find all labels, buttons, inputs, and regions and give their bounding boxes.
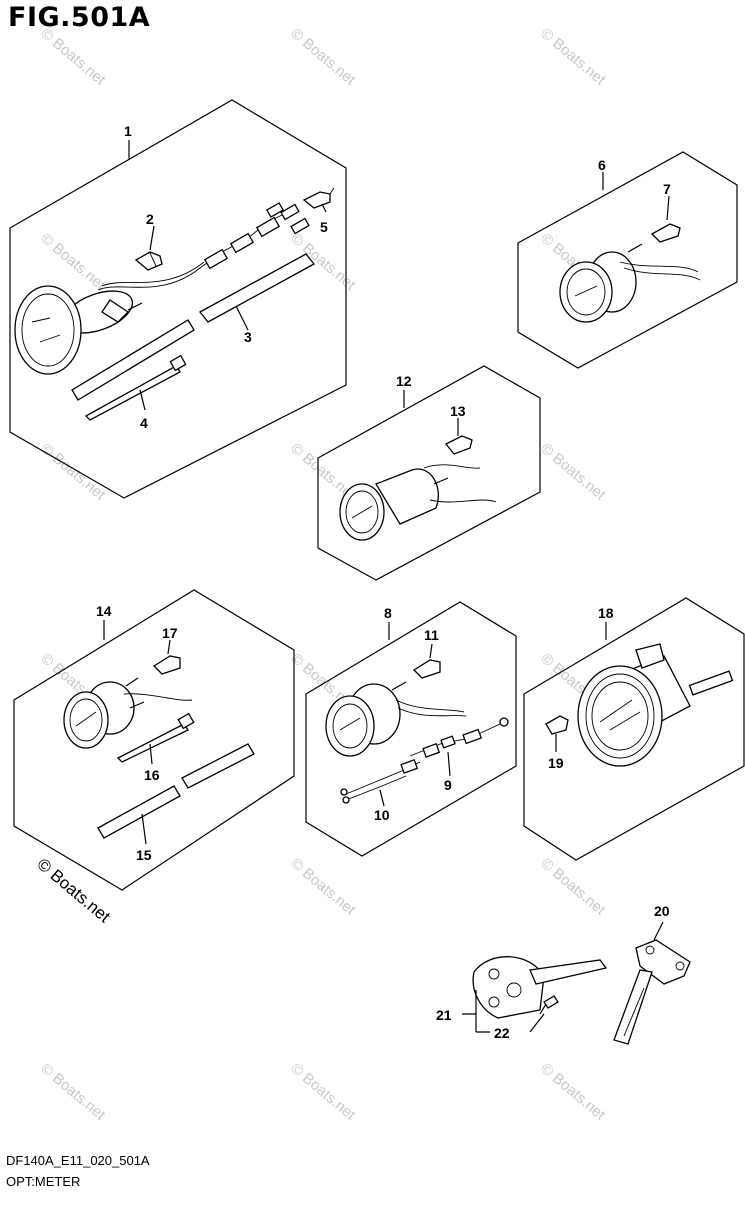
gauge-18[interactable] bbox=[577, 643, 734, 767]
callout-8: 8 bbox=[384, 605, 392, 621]
callout-20: 20 bbox=[654, 903, 670, 919]
figure-name: OPT:METER bbox=[6, 1174, 81, 1189]
bulb-11[interactable] bbox=[412, 659, 441, 679]
group-14-frame bbox=[13, 589, 295, 891]
gauge-14[interactable] bbox=[63, 677, 193, 749]
watermark: © Boats.net bbox=[537, 855, 609, 919]
group-12-frame bbox=[317, 365, 541, 581]
callout-9: 9 bbox=[444, 777, 452, 793]
bracket-21-22-leader bbox=[462, 990, 490, 1033]
group-8 bbox=[305, 601, 517, 857]
callout-13: 13 bbox=[450, 403, 466, 419]
bulb-5[interactable] bbox=[302, 187, 335, 209]
callout-19: 19 bbox=[548, 755, 564, 771]
callout-layer: 1 2 3 4 5 6 7 8 9 10 11 12 13 14 15 16 1… bbox=[96, 123, 671, 1041]
group-14 bbox=[13, 589, 295, 891]
bulb-7[interactable] bbox=[650, 223, 681, 243]
group-8-frame bbox=[305, 601, 517, 857]
group-18-frame bbox=[523, 597, 745, 861]
cable-tie-4[interactable] bbox=[84, 354, 187, 421]
gauge-6[interactable] bbox=[559, 243, 701, 323]
watermark: © Boats.net bbox=[37, 25, 109, 89]
callout-18: 18 bbox=[598, 605, 614, 621]
tube-15[interactable] bbox=[97, 743, 255, 839]
callout-3: 3 bbox=[244, 329, 252, 345]
cable-tie-16[interactable] bbox=[116, 712, 195, 763]
watermark-main: © Boats.net bbox=[33, 855, 114, 927]
gauge-12[interactable] bbox=[339, 464, 497, 541]
callout-1: 1 bbox=[124, 123, 132, 139]
group-6-frame bbox=[517, 151, 738, 369]
bulb-19[interactable] bbox=[545, 715, 569, 735]
watermark: © Boats.net bbox=[37, 440, 109, 504]
callout-4: 4 bbox=[140, 415, 148, 431]
callout-16: 16 bbox=[144, 767, 160, 783]
watermark: © Boats.net bbox=[537, 1060, 609, 1124]
callout-14: 14 bbox=[96, 603, 112, 619]
watermark: © Boats.net bbox=[287, 855, 359, 919]
watermark: © Boats.net bbox=[287, 1060, 359, 1124]
watermark: © Boats.net bbox=[37, 1060, 109, 1124]
group-1-frame bbox=[9, 99, 347, 499]
callout-11: 11 bbox=[424, 627, 439, 643]
callout-21: 21 bbox=[436, 1007, 452, 1023]
figure-title: FIG.501A bbox=[8, 2, 151, 33]
bulb-17[interactable] bbox=[152, 655, 181, 675]
bracket-21[interactable] bbox=[472, 956, 608, 1019]
callout-7: 7 bbox=[663, 181, 671, 197]
group-6 bbox=[517, 151, 738, 369]
callout-12: 12 bbox=[396, 373, 412, 389]
callout-6: 6 bbox=[598, 157, 606, 173]
watermark: © Boats.net bbox=[287, 25, 359, 89]
group-18 bbox=[523, 597, 745, 861]
harness-10[interactable] bbox=[340, 759, 421, 804]
callout-17: 17 bbox=[162, 625, 178, 641]
gauge-1[interactable] bbox=[14, 283, 143, 375]
tube-3[interactable] bbox=[71, 253, 315, 401]
figure-code: DF140A_E11_020_501A bbox=[6, 1153, 150, 1168]
callout-10: 10 bbox=[374, 807, 390, 823]
screw-22[interactable] bbox=[539, 995, 559, 1015]
bulb-13[interactable] bbox=[444, 435, 473, 455]
group-12 bbox=[317, 365, 541, 581]
gauge-8[interactable] bbox=[325, 681, 467, 757]
group-1 bbox=[9, 99, 347, 499]
callout-5: 5 bbox=[320, 219, 328, 235]
callout-2: 2 bbox=[146, 211, 154, 227]
bulb-2[interactable] bbox=[134, 251, 163, 271]
harness-9[interactable] bbox=[409, 717, 509, 758]
watermark: © Boats.net bbox=[537, 440, 609, 504]
watermark: © Boats.net bbox=[537, 25, 609, 89]
callout-15: 15 bbox=[136, 847, 152, 863]
callout-22: 22 bbox=[494, 1025, 510, 1041]
watermark: © Boats.net bbox=[37, 230, 109, 294]
bracket-20[interactable] bbox=[613, 939, 691, 1045]
